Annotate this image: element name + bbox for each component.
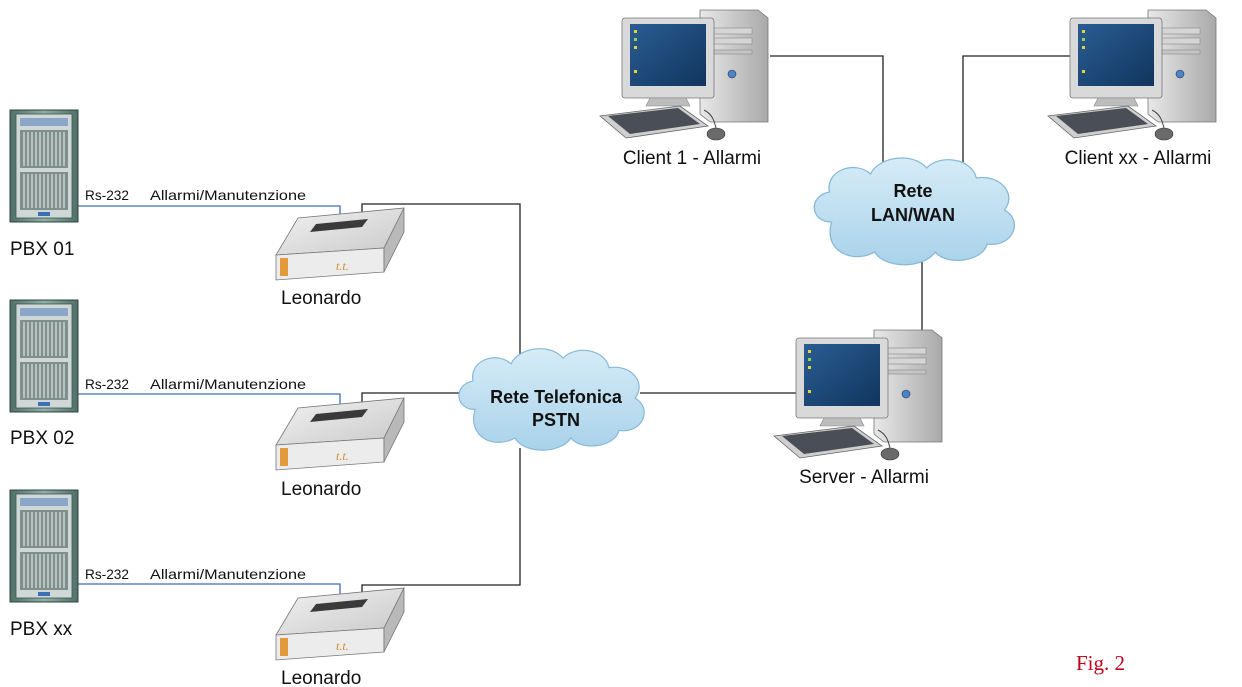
- link-purpose-label-3: Allarmi/Manutenzione: [150, 566, 306, 582]
- client1-label: Client 1 - Allarmi: [623, 148, 761, 169]
- modem-label-2: Leonardo: [281, 479, 361, 500]
- pbx-rack-2-icon: [9, 299, 79, 413]
- server-computer-icon: [773, 329, 943, 461]
- server-label: Server - Allarmi: [799, 467, 929, 488]
- pbx-rack-1-icon: [9, 109, 79, 223]
- pstn-cloud-label-line1: Rete Telefonica: [490, 387, 623, 407]
- link-type-label-2: Rs-232: [85, 376, 129, 392]
- link-type-label-1: Rs-232: [85, 187, 129, 203]
- link-type-label-3: Rs-232: [85, 566, 129, 582]
- clientxx-lan-line: [962, 55, 1073, 170]
- modem-1-icon: [275, 207, 405, 281]
- modem-3-icon: [275, 587, 405, 661]
- phone-line-3: [361, 448, 521, 600]
- link-purpose-label-1: Allarmi/Manutenzione: [150, 187, 306, 203]
- clientxx-computer-icon: [1047, 9, 1217, 141]
- modem-label-1: Leonardo: [281, 288, 361, 309]
- client1-lan-line: [770, 55, 884, 170]
- link-purpose-label-2: Allarmi/Manutenzione: [150, 376, 306, 392]
- pbx-label-1: PBX 01: [10, 239, 74, 260]
- client1-computer-icon: [599, 9, 769, 141]
- modem-label-3: Leonardo: [281, 668, 361, 687]
- wires: [78, 55, 1073, 600]
- lan-cloud-label-line2: LAN/WAN: [871, 205, 955, 225]
- pstn-cloud-label-line2: PSTN: [532, 410, 580, 430]
- figure-label: Fig. 2: [1076, 651, 1125, 675]
- modem-2-icon: [275, 397, 405, 471]
- pbx-label-2: PBX 02: [10, 428, 74, 449]
- clientxx-label: Client xx - Allarmi: [1065, 148, 1212, 169]
- pbx-rack-3-icon: [9, 489, 79, 603]
- lan-cloud-label-line1: Rete: [893, 181, 932, 201]
- pbx-label-3: PBX xx: [10, 619, 73, 640]
